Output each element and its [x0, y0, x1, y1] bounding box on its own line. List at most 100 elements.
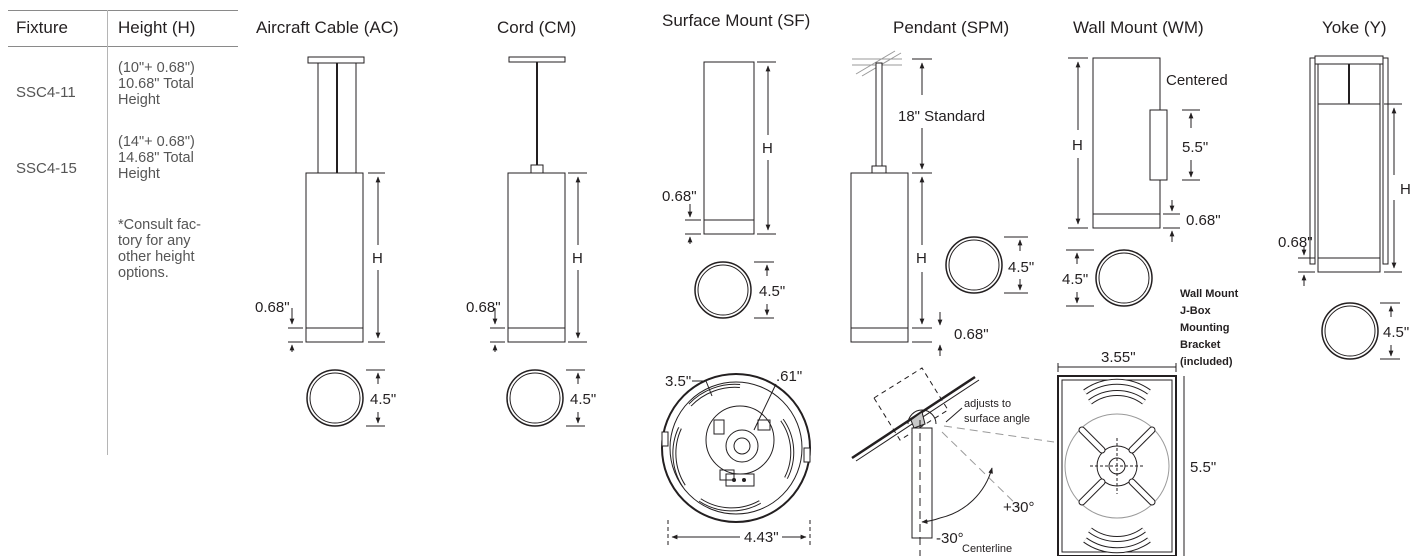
- diameter-inner: [1324, 305, 1376, 357]
- fixture-body: [703, 61, 755, 235]
- bracket-line4: Bracket: [1180, 339, 1221, 351]
- wall-bracket: [1149, 109, 1168, 181]
- dim-bracket-height: 5.5": [1190, 459, 1216, 476]
- diameter-inner: [309, 372, 361, 424]
- diameter-outer: [694, 261, 752, 319]
- adjusts-line1: adjusts to: [964, 398, 1011, 410]
- dim-diameter: 4.5": [759, 283, 785, 300]
- row-fixture-ssc4-15: SSC4-15: [16, 160, 77, 177]
- diameter-inner: [948, 239, 1000, 291]
- height-line: 14.68" Total: [118, 150, 194, 166]
- height-line: 10.68" Total: [118, 76, 194, 92]
- centered-label: Centered: [1166, 72, 1228, 89]
- dim-h: H: [572, 250, 583, 267]
- dim-plate-b: .61": [776, 368, 802, 385]
- dim-h: H: [1072, 137, 1083, 154]
- adjusts-line2: surface angle: [964, 413, 1030, 425]
- dim-diameter: 4.5": [1062, 271, 1088, 288]
- dim-diameter: 4.5": [1008, 259, 1034, 276]
- dim-base: 0.68": [1278, 234, 1313, 251]
- dim-h: H: [372, 250, 383, 267]
- cord-drawing: Cord (CM) H 0.68" 4.5": [466, 18, 596, 427]
- header-height: Height (H): [118, 18, 196, 37]
- bracket-line2: J-Box: [1180, 305, 1211, 317]
- table-top-rule: [8, 10, 238, 11]
- angle-minus: -30°: [936, 530, 964, 547]
- bracket-line3: Mounting: [1180, 322, 1229, 334]
- dim-base: 0.68": [255, 299, 290, 316]
- title-pendant: Pendant (SPM): [893, 18, 1009, 37]
- row-fixture-ssc4-11: SSC4-11: [16, 84, 76, 101]
- yoke-arm-right: [1382, 57, 1389, 265]
- fixture-body: [850, 172, 909, 343]
- centerline-label: Centerline: [962, 543, 1012, 555]
- dim-bracket-width: 3.55": [1101, 349, 1136, 366]
- row-height-ssc4-15: (14"+ 0.68") 14.68" Total Height: [118, 134, 233, 182]
- canopy: [307, 56, 365, 64]
- title-aircraft-cable: Aircraft Cable (AC): [256, 18, 399, 37]
- height-line: Height: [118, 92, 160, 108]
- yoke-top: [1314, 55, 1384, 65]
- dim-h: H: [1400, 181, 1411, 198]
- bracket-line1: Wall Mount: [1180, 288, 1239, 300]
- dim-h: H: [762, 140, 773, 157]
- header-fixture: Fixture: [16, 18, 68, 37]
- table-column-rule: [107, 10, 108, 455]
- dim-plate-a: 3.5": [665, 373, 691, 390]
- height-line: (10"+ 0.68"): [118, 60, 195, 76]
- dim-plate-width: 4.43": [744, 529, 779, 546]
- fixture-body: [305, 172, 364, 343]
- leader: [753, 383, 777, 431]
- height-line: (14"+ 0.68"): [118, 134, 195, 150]
- dim-diameter: 4.5": [370, 391, 396, 408]
- fixture-body: [507, 172, 566, 343]
- title-wall-mount: Wall Mount (WM): [1073, 18, 1204, 37]
- diameter-inner: [509, 372, 561, 424]
- canopy: [508, 56, 566, 63]
- dim-h: H: [916, 250, 927, 267]
- title-yoke: Yoke (Y): [1322, 18, 1387, 37]
- wall-mount-drawing: Wall Mount (WM) Centered 5.5" H 0.68" 4.…: [1057, 18, 1239, 556]
- spec-table: Fixture Height (H) SSC4-11 (10"+ 0.68") …: [8, 10, 238, 455]
- dim-standard: 18" Standard: [898, 108, 985, 125]
- note-line: tory for any: [118, 233, 191, 249]
- diameter-outer: [1095, 249, 1153, 307]
- surface-mount-drawing: Surface Mount (SF) H 0.68" 4.5": [661, 11, 811, 548]
- jbox-bracket: [1057, 375, 1177, 556]
- diameter-outer: [945, 236, 1003, 294]
- title-cord: Cord (CM): [497, 18, 576, 37]
- dim-base: 0.68": [954, 326, 989, 343]
- angle-plus: +30°: [1003, 499, 1034, 516]
- height-line: Height: [118, 166, 160, 182]
- row-height-ssc4-11: (10"+ 0.68") 10.68" Total Height: [118, 60, 233, 108]
- angle-detail: [851, 367, 1055, 556]
- yoke-arm-left: [1309, 57, 1316, 265]
- leader: [705, 380, 713, 397]
- diameter-outer: [1321, 302, 1379, 360]
- dim-base: 0.68": [662, 188, 697, 205]
- yoke-drawing: Yoke (Y) H 0.68" 4.5": [1278, 18, 1411, 360]
- pendant-drawing: Pendant (SPM) 18" Standard H 0.68" 4.5": [850, 18, 1055, 556]
- dim-diameter: 4.5": [570, 391, 596, 408]
- title-surface-mount: Surface Mount (SF): [662, 11, 810, 30]
- note-line: other height: [118, 249, 195, 265]
- diameter-outer: [506, 369, 564, 427]
- dim-base: 0.68": [1186, 212, 1221, 229]
- dim-wm-offset: 5.5": [1182, 139, 1208, 156]
- diameter-inner: [697, 264, 749, 316]
- table-header-rule: [8, 46, 238, 47]
- dim-base: 0.68": [466, 299, 501, 316]
- mounting-plate: [661, 373, 811, 523]
- note-line: options.: [118, 265, 169, 281]
- note-line: *Consult fac-: [118, 217, 202, 233]
- fixture-body: [1092, 57, 1161, 229]
- diameter-outer: [306, 369, 364, 427]
- pendant-stem: [875, 62, 883, 167]
- diameter-inner: [1098, 252, 1150, 304]
- aircraft-cable-drawing: Aircraft Cable (AC) H 0.68" 4.5": [255, 18, 399, 427]
- cord-grip: [530, 164, 544, 174]
- stem-coupler: [871, 165, 887, 174]
- table-note: *Consult fac- tory for any other height …: [118, 217, 233, 281]
- bracket-line5: (included): [1180, 356, 1233, 368]
